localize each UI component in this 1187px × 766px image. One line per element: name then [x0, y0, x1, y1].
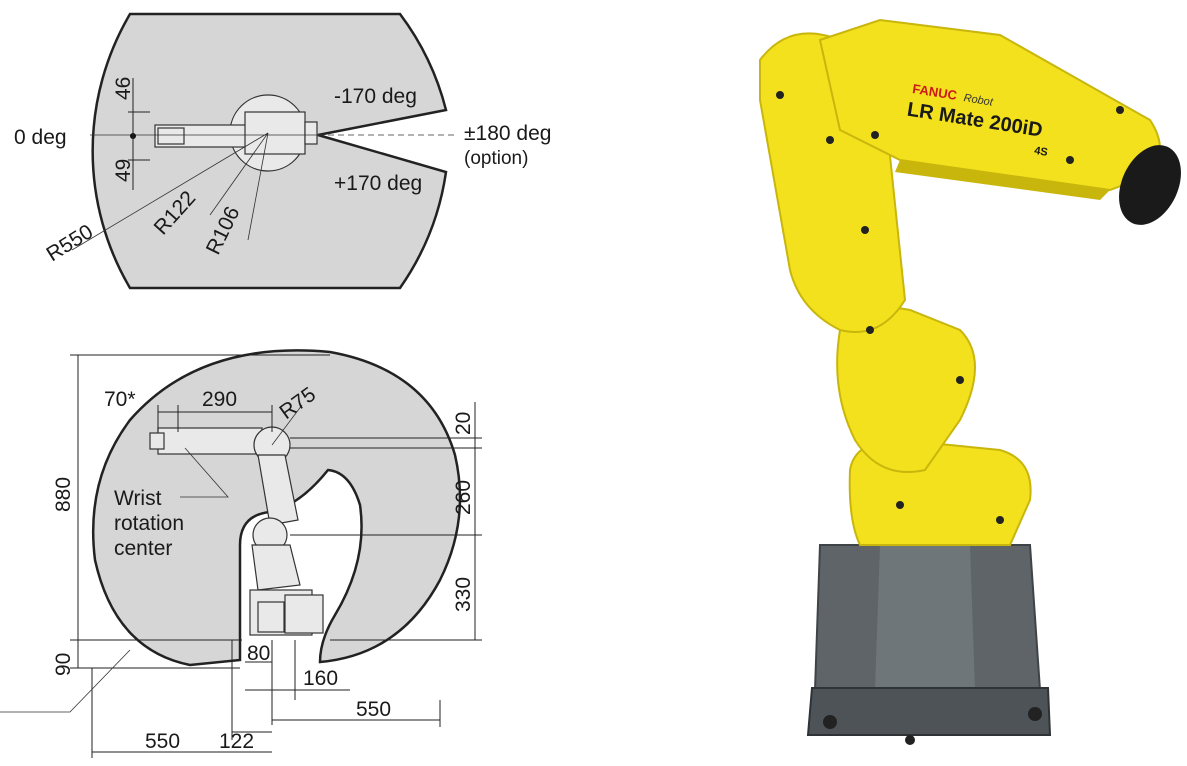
dim-160-label: 160 — [303, 667, 338, 690]
robot-flange — [1119, 145, 1181, 225]
bottom-left-leader — [0, 649, 131, 713]
option-note-label: (option) — [464, 148, 528, 169]
wrist-label-line2: rotation — [114, 512, 184, 535]
side-upper-arm — [257, 454, 299, 526]
pedestal-plate — [806, 687, 1052, 736]
pedestal-front — [875, 545, 975, 690]
wrist-leader — [180, 447, 229, 498]
side-forearm — [157, 427, 263, 455]
dim-49-label: 49 — [112, 159, 135, 182]
side-base-window — [257, 601, 285, 633]
sub-brand-label: Robot — [963, 92, 995, 109]
r106-leader — [247, 132, 269, 241]
side-flange — [149, 432, 165, 450]
angle-0-label: 0 deg — [14, 126, 67, 149]
dim-20-label: 20 — [452, 412, 475, 435]
r75-leader — [271, 404, 303, 446]
angle-180-label: ±180 deg — [464, 122, 551, 145]
r550-label: R550 — [42, 220, 97, 266]
wrist-label-line1: Wrist — [114, 487, 162, 510]
pedestal-bolt-1 — [823, 715, 837, 729]
forearm-bolt-2 — [1116, 106, 1124, 114]
top-view: 46 49 0 deg -170 deg +170 deg ±180 deg (… — [14, 12, 551, 290]
wrist-label-line3: center — [114, 537, 172, 560]
arm-bolt-6 — [956, 376, 964, 384]
arm-bolt-2 — [826, 136, 834, 144]
dim-90-label: 90 — [52, 653, 75, 676]
variant-label: 4S — [1033, 145, 1048, 159]
dim-880-label: 880 — [52, 477, 75, 512]
robot-forearm-shade — [895, 160, 1110, 200]
dim-330-label: 330 — [452, 577, 475, 612]
top-flange — [304, 121, 318, 145]
angle-minus170-label: -170 deg — [334, 85, 417, 108]
dim-550-right-label: 550 — [356, 698, 391, 721]
r122-leader — [209, 132, 269, 216]
brand-label: FANUC — [911, 81, 958, 103]
robot-photo: FANUC Robot LR Mate 200iD 4S — [759, 18, 1181, 745]
dim-122-label: 122 — [219, 730, 254, 753]
side-view: 880 90 70* 290 R75 20 260 330 Wrist rota… — [0, 349, 482, 758]
r550-leader — [71, 132, 269, 251]
dim-46-label: 46 — [112, 77, 135, 100]
dim-80-label: 80 — [247, 642, 270, 665]
arm-bolt-3 — [871, 131, 879, 139]
forearm-bolt-1 — [1066, 156, 1074, 164]
arm-bolt-4 — [861, 226, 869, 234]
side-motor — [284, 594, 324, 634]
top-shoulder — [244, 111, 306, 155]
arm-bolt-1 — [776, 91, 784, 99]
base-bolt-2 — [996, 516, 1004, 524]
dim-260-label: 260 — [452, 480, 475, 515]
pedestal-bolt-3 — [905, 735, 915, 745]
base-bolt-1 — [896, 501, 904, 509]
angle-plus170-label: +170 deg — [334, 172, 422, 195]
pedestal-bolt-2 — [1028, 707, 1042, 721]
dim-550-left-label: 550 — [145, 730, 180, 753]
arm-bolt-5 — [866, 326, 874, 334]
dim-290-label: 290 — [202, 388, 237, 411]
top-wrist — [157, 127, 185, 145]
dim-70-label: 70* — [104, 388, 136, 411]
side-j1 — [251, 544, 301, 591]
